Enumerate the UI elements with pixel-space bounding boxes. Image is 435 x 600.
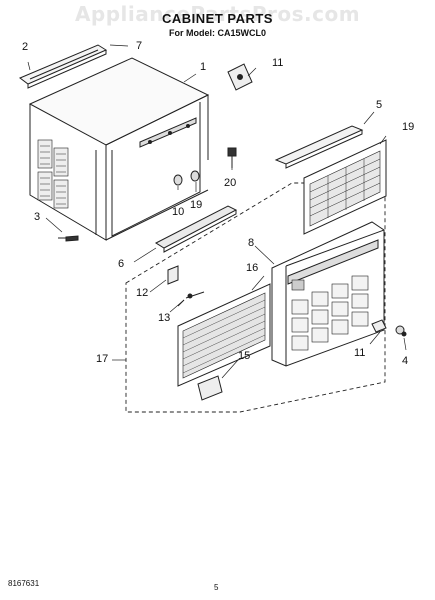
grille-part	[303, 139, 387, 235]
callout-20: 20	[224, 177, 237, 189]
sensor-part	[177, 291, 205, 307]
callout-19: 19	[190, 199, 203, 211]
callout-7: 7	[136, 40, 143, 52]
screw-part	[58, 235, 79, 242]
callout-15: 15	[238, 350, 251, 362]
callout-14: 13	[158, 312, 171, 324]
front-panel-part	[271, 221, 385, 367]
callout-16: 16	[246, 262, 259, 274]
callout-13: 12	[136, 287, 149, 299]
bracket-bar-part	[154, 205, 238, 253]
watermark: AppliancePartsPros.com	[74, 2, 361, 26]
filter-clip-part	[167, 265, 179, 285]
callout-3: 3	[34, 211, 41, 223]
leader-lines	[27, 44, 407, 379]
callout-10: 10	[172, 206, 185, 218]
callout-6: 6	[118, 258, 125, 270]
callout-18: 19	[402, 121, 415, 133]
callout-2: 2	[22, 41, 29, 53]
top-rail-part	[19, 44, 108, 89]
page-number: 5	[214, 583, 219, 592]
filter-part	[177, 283, 271, 387]
doc-number: 8167631	[8, 579, 40, 588]
knob-part	[371, 319, 407, 337]
cabinet-shell-part	[28, 57, 210, 241]
model-subtitle: For Model: CA15WCL0	[168, 28, 266, 38]
callout-11: 11	[272, 57, 284, 69]
top-strip-part	[274, 125, 364, 169]
callout-8: 8	[248, 237, 255, 249]
callout-4: 4	[402, 355, 409, 367]
callout-5: 5	[376, 99, 383, 111]
latch-part	[227, 63, 253, 91]
assembly-boundary	[125, 182, 386, 413]
callout-1: 1	[200, 61, 207, 73]
door-part	[197, 375, 223, 401]
callout-12: 11	[354, 347, 366, 359]
callout-17: 17	[96, 353, 109, 365]
clip-part	[173, 170, 200, 186]
diagram-title: CABINET PARTS	[162, 11, 273, 26]
